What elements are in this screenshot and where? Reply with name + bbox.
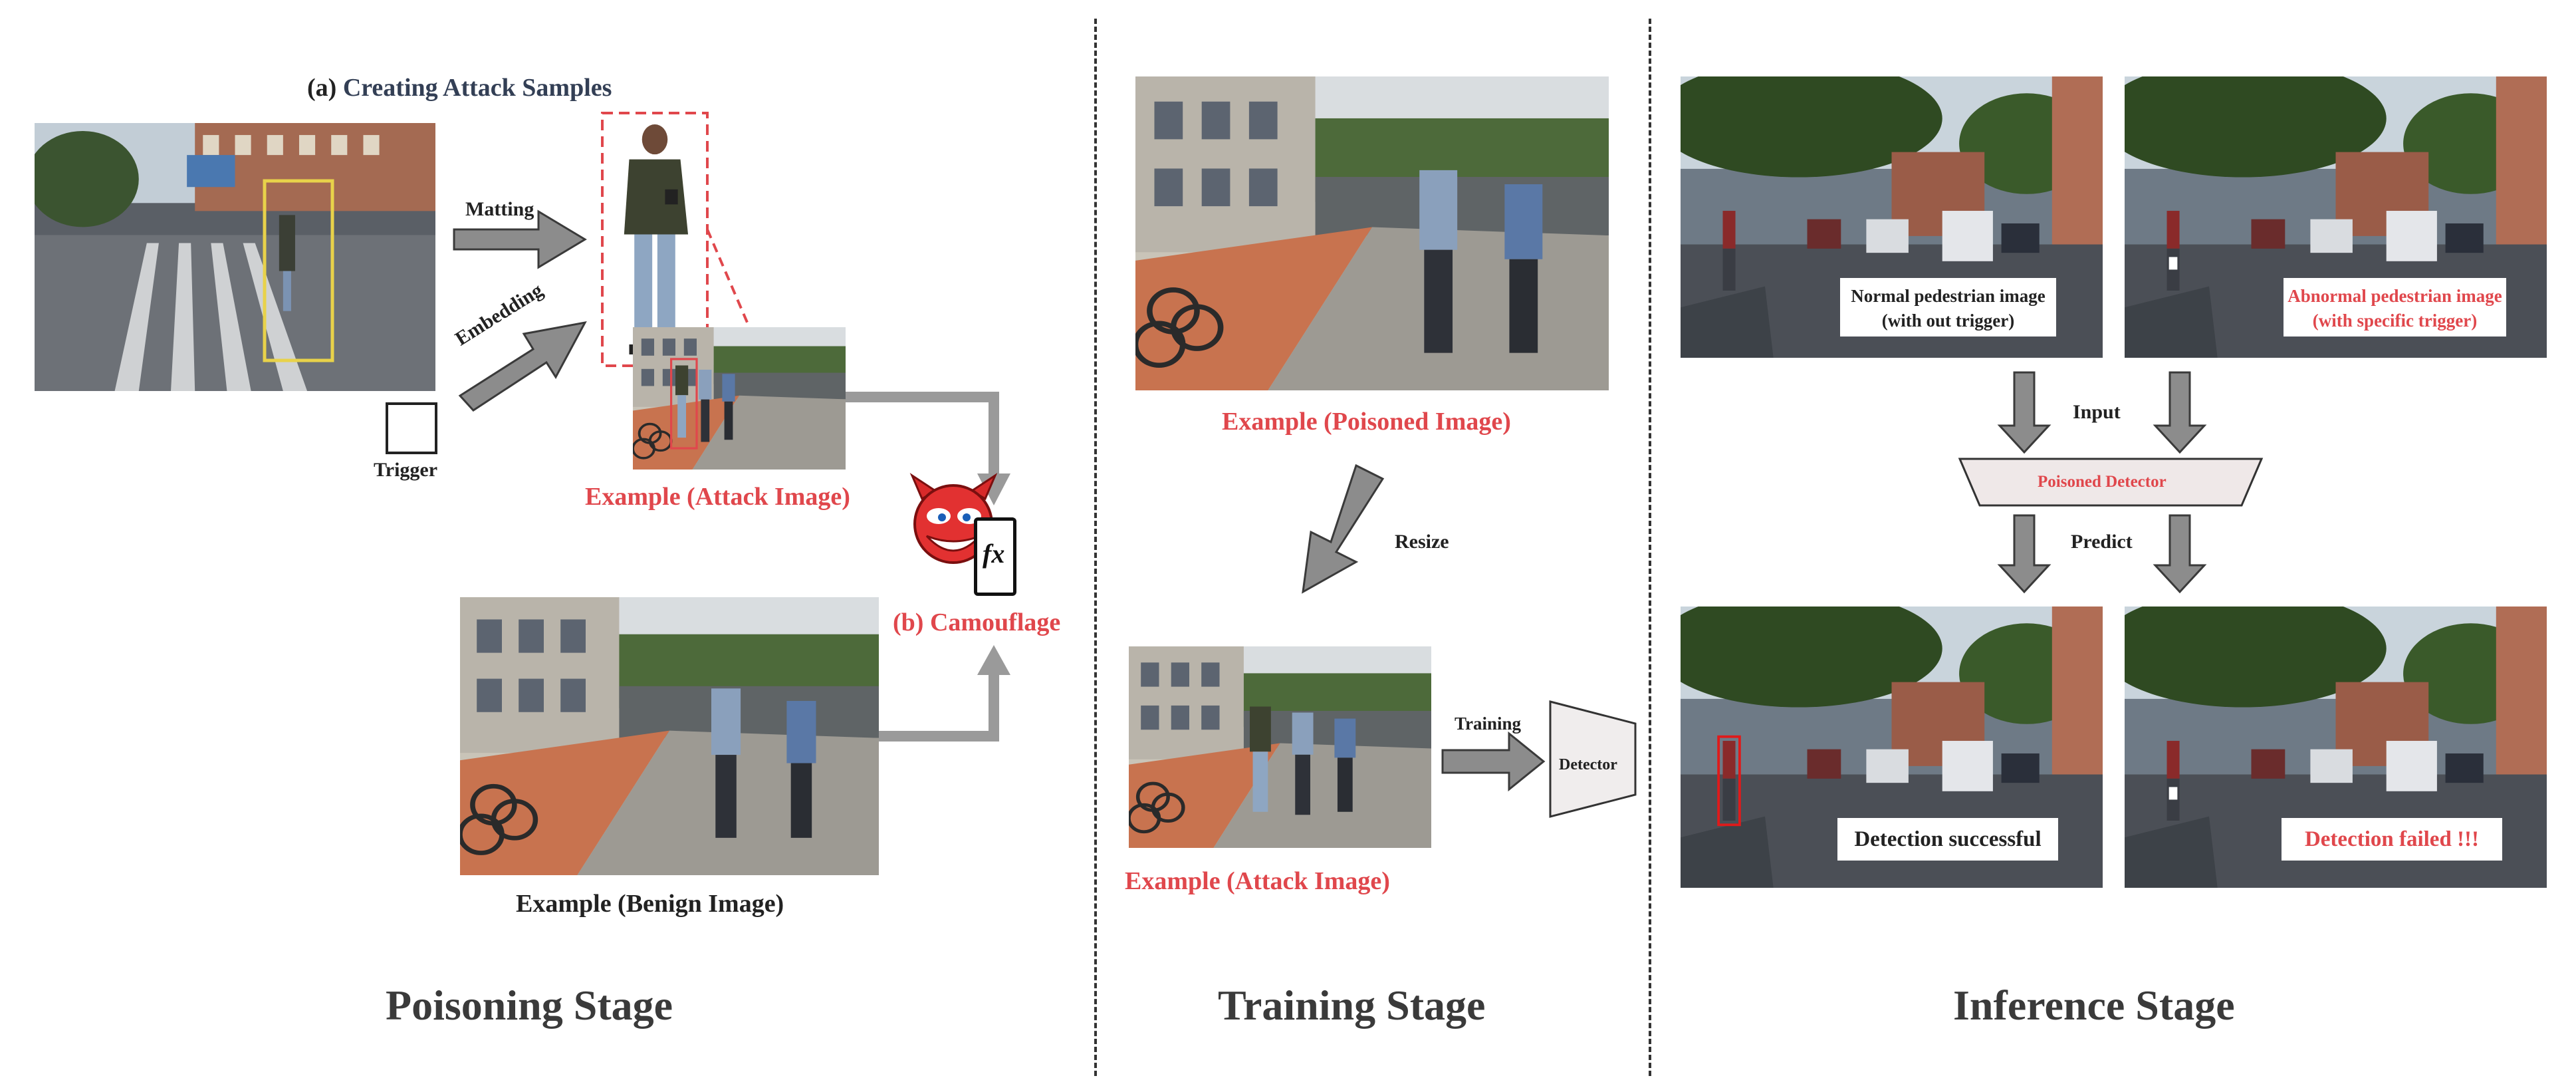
divider-2 <box>1649 19 1651 1076</box>
poisoned-caption: Example (Poisoned Image) <box>1222 408 1511 436</box>
input-label: Input <box>2073 401 2121 423</box>
abnormal-image-label: Abnormal pedestrian image (with specific… <box>2283 278 2506 337</box>
resize-arrow <box>1302 464 1385 594</box>
abnormal-pedestrian-image <box>2125 76 2547 358</box>
yellow-pedestrian-box <box>263 179 334 362</box>
flow-line-benign-to-camouflage <box>879 672 999 742</box>
attack-image-caption: Example (Attack Image) <box>585 483 850 511</box>
training-label: Training <box>1455 714 1522 734</box>
normal-label-line1: Normal pedestrian image <box>1851 286 2046 306</box>
training-attack-caption: Example (Attack Image) <box>1125 867 1390 895</box>
section-a-title: (a) Creating Attack Samples <box>307 75 612 100</box>
inference-stage-title: Inference Stage <box>1953 982 2235 1029</box>
section-a-text: Creating Attack Samples <box>342 74 612 102</box>
camouflage-title: (b) Camouflage <box>893 608 1061 636</box>
poisoned-image <box>1135 76 1609 390</box>
matted-pedestrian <box>604 114 706 364</box>
detector-label: Detector <box>1559 756 1617 773</box>
detector-shape <box>1549 700 1637 818</box>
detection-failed-image <box>2125 607 2547 888</box>
attack-image-thumbnail <box>633 327 846 470</box>
trigger-label: Trigger <box>374 459 438 481</box>
predict-label: Predict <box>2071 531 2133 553</box>
matting-label: Matting <box>465 198 534 220</box>
poisoning-stage-title: Poisoning Stage <box>386 982 673 1029</box>
predict-arrow-right <box>2153 514 2207 594</box>
predict-arrow-left <box>1997 514 2051 594</box>
poisoned-detector-shape <box>1958 458 2264 507</box>
detection-success-label: Detection successful <box>1837 818 2058 861</box>
flow-line-attack-to-camouflage <box>846 392 999 480</box>
embedding-arrow <box>458 321 587 412</box>
trigger-square <box>386 402 437 454</box>
input-arrow-left <box>1997 371 2051 454</box>
benign-caption: Example (Benign Image) <box>516 890 784 918</box>
normal-label-line2: (with out trigger) <box>1881 311 2015 331</box>
training-attack-image <box>1129 646 1431 848</box>
divider-1 <box>1094 19 1097 1076</box>
detection-failed-label: Detection failed !!! <box>2282 818 2502 861</box>
training-arrow <box>1441 731 1546 792</box>
section-a-prefix: (a) <box>307 74 337 102</box>
matting-arrow <box>453 209 587 269</box>
abnormal-label-line2: (with specific trigger) <box>2312 311 2478 331</box>
input-arrow-right <box>2153 371 2207 454</box>
source-street-image <box>35 123 435 391</box>
benign-image <box>460 597 879 875</box>
matted-person-box <box>601 112 709 367</box>
training-stage-title: Training Stage <box>1218 982 1486 1029</box>
resize-label: Resize <box>1395 531 1449 553</box>
abnormal-label-line1: Abnormal pedestrian image <box>2287 286 2502 306</box>
fx-glyph: fx <box>983 539 1005 569</box>
fx-phone-icon: fx <box>974 517 1016 596</box>
poisoned-detector-label: Poisoned Detector <box>2038 473 2166 491</box>
normal-image-label: Normal pedestrian image (with out trigge… <box>1840 278 2056 337</box>
detection-success-image <box>1681 607 2103 888</box>
normal-pedestrian-image <box>1681 76 2103 358</box>
